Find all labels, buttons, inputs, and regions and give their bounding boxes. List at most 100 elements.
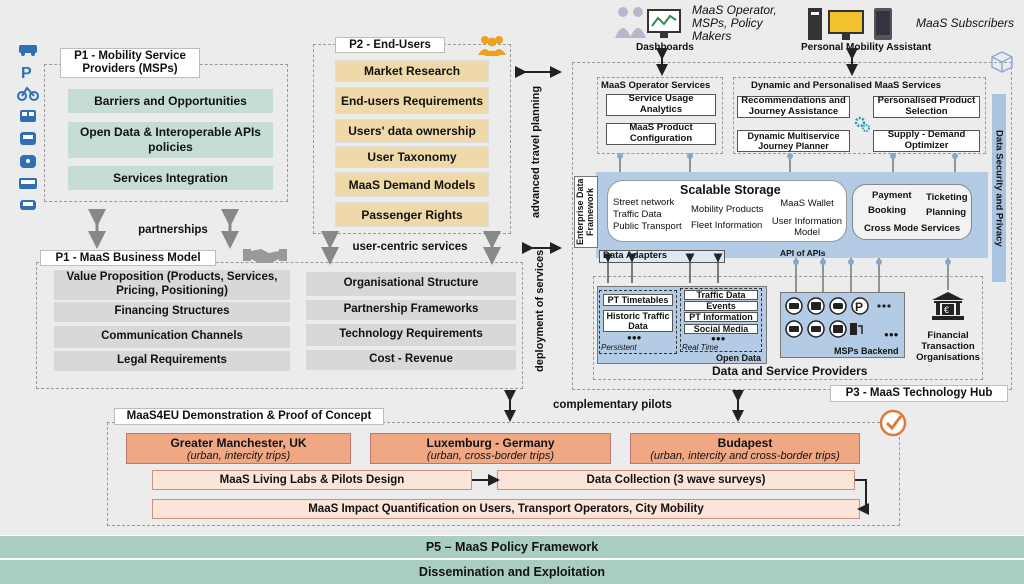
monitor-icon (808, 6, 908, 47)
people-icon (614, 4, 648, 45)
realtime-more: ●●● (711, 334, 726, 343)
complementary-label: complementary pilots (553, 399, 672, 411)
scalable-storage (607, 180, 847, 242)
p1-msp-item-1: Barriers and Opportunities (68, 89, 273, 113)
rt-social: Social Media (684, 324, 758, 334)
partnerships-label: partnerships (138, 224, 208, 236)
users-icon (475, 33, 509, 62)
impact-quantification: MaaS Impact Quantification on Users, Tra… (152, 499, 860, 519)
car-icon (19, 45, 37, 56)
financial-label: Financial Transaction Organisations (916, 330, 980, 363)
bm-right-2: Partnership Frameworks (306, 300, 516, 320)
p3-title: P3 - MaaS Technology Hub (830, 385, 1008, 402)
bm-right-1: Organisational Structure (306, 272, 516, 296)
realtime-box (680, 288, 762, 352)
msps-more: ●●● (884, 330, 899, 339)
p2-item-3: Users' data ownership (335, 119, 489, 143)
api-of-apis: API of APIs (780, 248, 826, 258)
cm-title: Cross Mode Services (864, 223, 961, 234)
p1-msp-item-3: Services Integration (68, 166, 273, 190)
persistent-label: Persistent (601, 343, 637, 352)
p5-policy-bar: P5 – MaaS Policy Framework (0, 536, 1024, 558)
dashboards-label: Dashboards (636, 42, 694, 53)
rt-events: Events (684, 301, 758, 311)
subscribers-label: MaaS Subscribers (916, 16, 1015, 30)
site-manchester-name: Greater Manchester, UK (170, 435, 307, 450)
site-luxemburg-desc: (urban, cross-border trips) (426, 449, 555, 462)
site-budapest-desc: (urban, intercity and cross-border trips… (650, 449, 840, 462)
supply-demand-box: Supply - Demand Optimizer (873, 129, 980, 152)
dashboard-monitor-icon (646, 8, 682, 45)
storage-col2: Mobility Products Fleet Information (691, 202, 763, 234)
cm-payment: Payment (872, 190, 912, 201)
storage-col3: MaaS Wallet User Information Model (770, 198, 844, 238)
operator-services-box (597, 77, 723, 154)
recommendations-box: Recommendations and Journey Assistance (737, 95, 850, 118)
p2-item-2: End-users Requirements (335, 87, 489, 114)
bus-icon (20, 110, 36, 122)
site-manchester: Greater Manchester, UK (urban, intercity… (126, 433, 351, 464)
demo-title: MaaS4EU Demonstration & Proof of Concept (114, 408, 384, 425)
living-labs: MaaS Living Labs & Pilots Design (152, 470, 472, 490)
msps-backend-label: MSPs Backend (834, 346, 899, 356)
storage-mobility: Mobility Products (691, 204, 764, 215)
site-luxemburg-name: Luxemburg - Germany (426, 435, 555, 450)
user-centric-label: user-centric services (352, 241, 468, 253)
storage-col1: Street network Traffic Data Public Trans… (613, 197, 682, 233)
bm-left-1: Value Proposition (Products, Services, P… (54, 270, 290, 300)
bm-right-4: Cost - Revenue (306, 350, 516, 370)
parking-icon: P (21, 65, 32, 82)
p2-item-5: MaaS Demand Models (335, 172, 489, 197)
service-usage-analytics: Service Usage Analytics (606, 93, 716, 116)
p1-bm-section (36, 262, 523, 389)
p1-bm-title: P1 - MaaS Business Model (40, 250, 216, 266)
gear-icon (853, 115, 871, 138)
dsp-label: Data and Service Providers (712, 364, 868, 378)
pt-timetables: PT Timetables (603, 294, 673, 306)
maas-product-configuration: MaaS Product Configuration (606, 122, 716, 145)
handshake-icon (243, 243, 287, 272)
rt-pt: PT Information (684, 312, 758, 322)
car2-icon (20, 200, 36, 210)
cm-ticketing: Ticketing (926, 192, 968, 203)
p2-item-4: User Taxonomy (335, 146, 489, 168)
cm-booking: Booking (868, 205, 906, 216)
storage-wallet: MaaS Wallet (780, 198, 834, 209)
persistent-box (599, 290, 677, 354)
p2-title: P2 - End-Users (335, 37, 445, 53)
tram-icon (20, 132, 36, 145)
dsp-section (593, 276, 983, 380)
storage-pt: Public Transport (613, 221, 682, 232)
dissemination-bar: Dissemination and Exploitation (0, 560, 1024, 584)
realtime-label: Real Time (682, 343, 719, 352)
p2-item-6: Passenger Rights (335, 202, 489, 227)
site-manchester-desc: (urban, intercity trips) (186, 449, 291, 462)
bm-left-4: Legal Requirements (54, 351, 290, 371)
journey-planner-box: Dynamic Multiservice Journey Planner (737, 130, 850, 152)
operator-services-title: MaaS Operator Services (601, 80, 711, 91)
open-data-label: Open Data (716, 353, 762, 363)
cm-planning: Planning (926, 207, 967, 218)
bm-right-3: Technology Requirements (306, 324, 516, 346)
historic-traffic: Historic Traffic Data (603, 310, 673, 332)
transport-icons: P (17, 40, 39, 215)
personalised-product-box: Personalised Product Selection (873, 95, 980, 118)
train-icon (20, 155, 36, 168)
site-luxemburg: Luxemburg - Germany (urban, cross-border… (370, 433, 611, 464)
svg-text:€: € (944, 305, 949, 315)
storage-street: Street network (613, 197, 675, 208)
site-budapest-name: Budapest (717, 435, 773, 450)
rt-traffic: Traffic Data (684, 290, 758, 300)
bm-left-2: Financing Structures (54, 302, 290, 322)
cross-mode-services (852, 184, 972, 240)
data-security-bar: Data Security and Privacy (992, 94, 1006, 282)
storage-title: Scalable Storage (680, 183, 781, 197)
svg-text:P: P (21, 65, 32, 82)
bike-icon (17, 86, 39, 101)
personalised-services-box (733, 77, 986, 154)
p3-section (572, 62, 1012, 390)
storage-user-model: User Information Model (771, 216, 843, 238)
p2-item-1: Market Research (335, 60, 489, 82)
cube-icon (990, 50, 1014, 79)
